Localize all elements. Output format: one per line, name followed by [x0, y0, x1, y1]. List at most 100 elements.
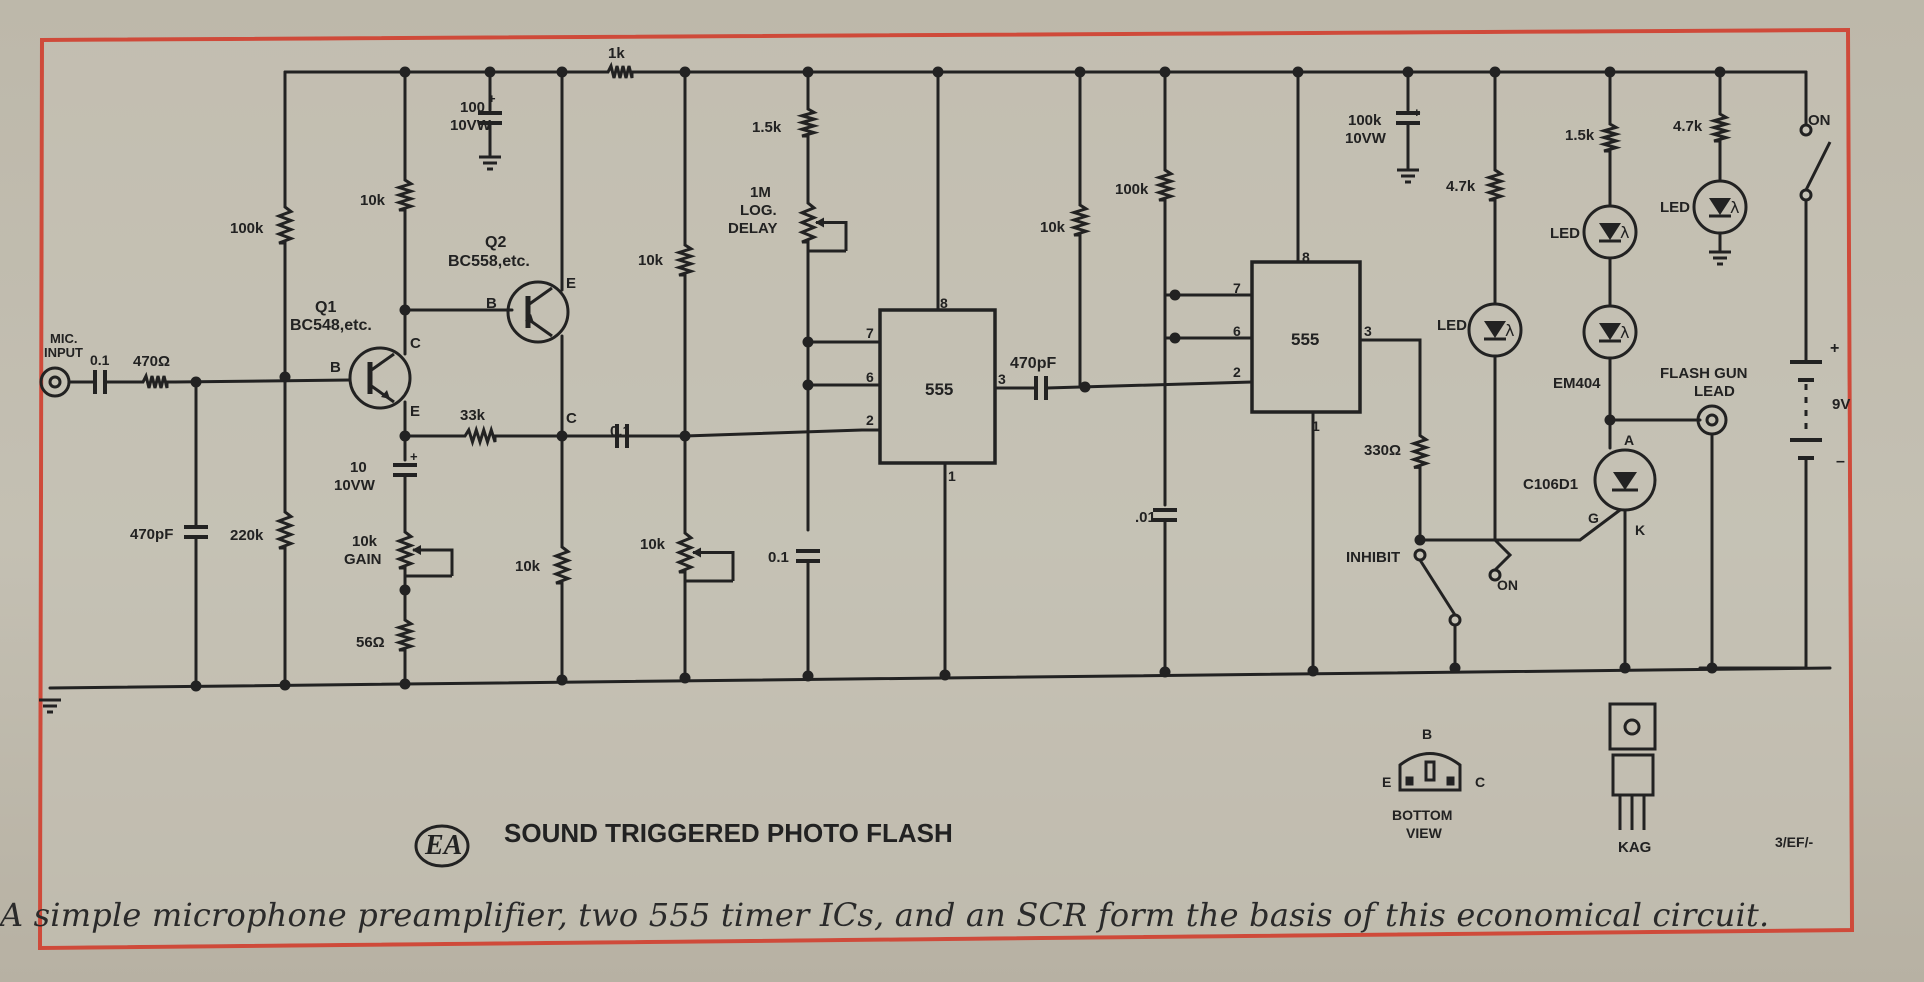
junction-dot — [1414, 534, 1426, 546]
junction-dot — [1489, 66, 1501, 78]
led-1: λ — [1467, 302, 1523, 358]
switch-power-contact-1 — [1799, 123, 1813, 137]
ic1-pin-2: 2 — [866, 412, 874, 428]
scr-a-pin: A — [1624, 432, 1634, 448]
battery-9v — [1790, 360, 1822, 460]
c-470p-label: 470pF — [1010, 355, 1056, 372]
capacitor-input-0-1 — [93, 370, 107, 394]
junction-dot — [190, 680, 202, 692]
flash-gun-jack-inner — [1705, 413, 1719, 427]
q1-name: Q1 — [315, 299, 336, 316]
r-33k-label: 33k — [460, 407, 486, 424]
ic2-pin-7: 7 — [1233, 280, 1241, 296]
junction-dot — [1159, 666, 1171, 678]
junction-dot — [399, 304, 411, 316]
labels: MIC. INPUT 0.1 470Ω 470pF 100k 220k Q1 B… — [44, 45, 1850, 861]
junction-dot — [1604, 66, 1616, 78]
junction-dot — [190, 376, 202, 388]
scr-c106d1-body — [1593, 448, 1657, 512]
mic-input-jack-outer — [39, 366, 71, 398]
resistor-100k-bias — [274, 195, 296, 255]
junction-dot — [939, 669, 951, 681]
junction-dot — [1449, 662, 1461, 674]
q1-b-pin: B — [330, 359, 341, 376]
r-10k-div-label: 10k — [638, 252, 664, 269]
tab-pins-label: KAG — [1618, 839, 1651, 856]
scr-pinout-hole — [1623, 718, 1641, 736]
resistor-10k-pullup — [1068, 195, 1092, 245]
junction-dot — [1074, 66, 1086, 78]
r-47k-a-label: 4.7k — [1446, 178, 1476, 195]
q2-type: BC558,etc. — [448, 253, 530, 270]
junction-dot — [1159, 66, 1171, 78]
pot-gain-label-2: GAIN — [344, 551, 382, 568]
switch-on-contact — [1488, 568, 1502, 582]
polarity-plus-1: + — [488, 91, 496, 106]
flash-gun-jack-outer — [1696, 404, 1728, 436]
pinout-c: C — [1475, 774, 1485, 790]
junction-dot — [1402, 66, 1414, 78]
ic2-pin-3: 3 — [1364, 323, 1372, 339]
transistor-q2-collector — [527, 286, 553, 307]
transistor-pinout-pin-e — [1405, 776, 1414, 786]
potentiometer-delay-wiper — [816, 221, 848, 251]
r-10k-col-label: 10k — [360, 192, 386, 209]
logo-ring — [414, 824, 470, 868]
pot-delay-label-2: LOG. — [740, 202, 777, 219]
junction-dot — [1619, 662, 1631, 674]
led-2-lambda: λ — [1620, 223, 1629, 242]
reference-code: 3/EF/- — [1775, 834, 1813, 850]
diode-em404-triangle — [1599, 323, 1621, 340]
q2-e-pin: E — [566, 275, 576, 292]
r-100k-t2-label: 100k — [1115, 181, 1149, 198]
potentiometer-delay-wiper-arrow — [815, 217, 824, 228]
flash-label-2: LEAD — [1694, 383, 1735, 400]
wire-to-scr-gate — [1418, 508, 1622, 542]
switch-inhibit-contact-1 — [1413, 548, 1427, 562]
led-2: λ — [1582, 204, 1638, 260]
scr-k-pin: K — [1635, 522, 1645, 538]
junction-dot — [1706, 662, 1718, 674]
transistor-q1-collector — [369, 352, 395, 373]
potentiometer-gain-wiper — [413, 548, 454, 576]
transistor-q1-body — [348, 346, 412, 410]
ground-symbol-100u — [479, 155, 501, 171]
r-330-label: 330Ω — [1364, 442, 1401, 459]
resistor-470-input — [135, 371, 175, 389]
led-3-triangle — [1709, 198, 1731, 215]
capacitor-10uf — [393, 463, 417, 477]
transistor-q1-arrow — [381, 390, 390, 399]
transistor-pinout — [1398, 752, 1462, 792]
battery-plus: + — [1830, 340, 1839, 357]
junction-dot — [556, 674, 568, 686]
mic-input-jack-inner — [48, 375, 62, 389]
ic2-pin-8: 8 — [1302, 249, 1310, 265]
c-01-b-label: 0.1 — [610, 423, 631, 440]
resistor-1-5k-a — [796, 100, 820, 145]
junction-dot — [1292, 66, 1304, 78]
junction-dot — [679, 66, 691, 78]
switch-power-contact-2 — [1799, 188, 1813, 202]
wire-battery-ground — [1698, 456, 1808, 670]
c-01-t-label: 0.1 — [768, 549, 789, 566]
resistor-100k-timer2 — [1153, 160, 1177, 210]
led-2-body — [1582, 204, 1638, 260]
q1-c-pin: C — [410, 335, 421, 352]
led-1-triangle — [1484, 321, 1506, 338]
junction-dot — [399, 66, 411, 78]
r-15k-b-label: 1.5k — [1565, 127, 1595, 144]
capacitor-0-1-timing — [796, 549, 820, 563]
q1-e-pin: E — [410, 403, 420, 420]
led-label-2: LED — [1550, 225, 1580, 242]
junction-dot — [279, 371, 291, 383]
diode-em404-body — [1582, 304, 1638, 360]
c-in-label: 0.1 — [90, 352, 110, 368]
junction-dot — [1079, 381, 1091, 393]
junction-dot — [1714, 66, 1726, 78]
ic1-pin-1: 1 — [948, 468, 956, 484]
switch-power-lever — [1804, 141, 1832, 191]
logo-text: EA — [424, 830, 462, 861]
pinout-b: B — [1422, 726, 1432, 742]
c-100k-label-2: 10VW — [1345, 130, 1387, 147]
